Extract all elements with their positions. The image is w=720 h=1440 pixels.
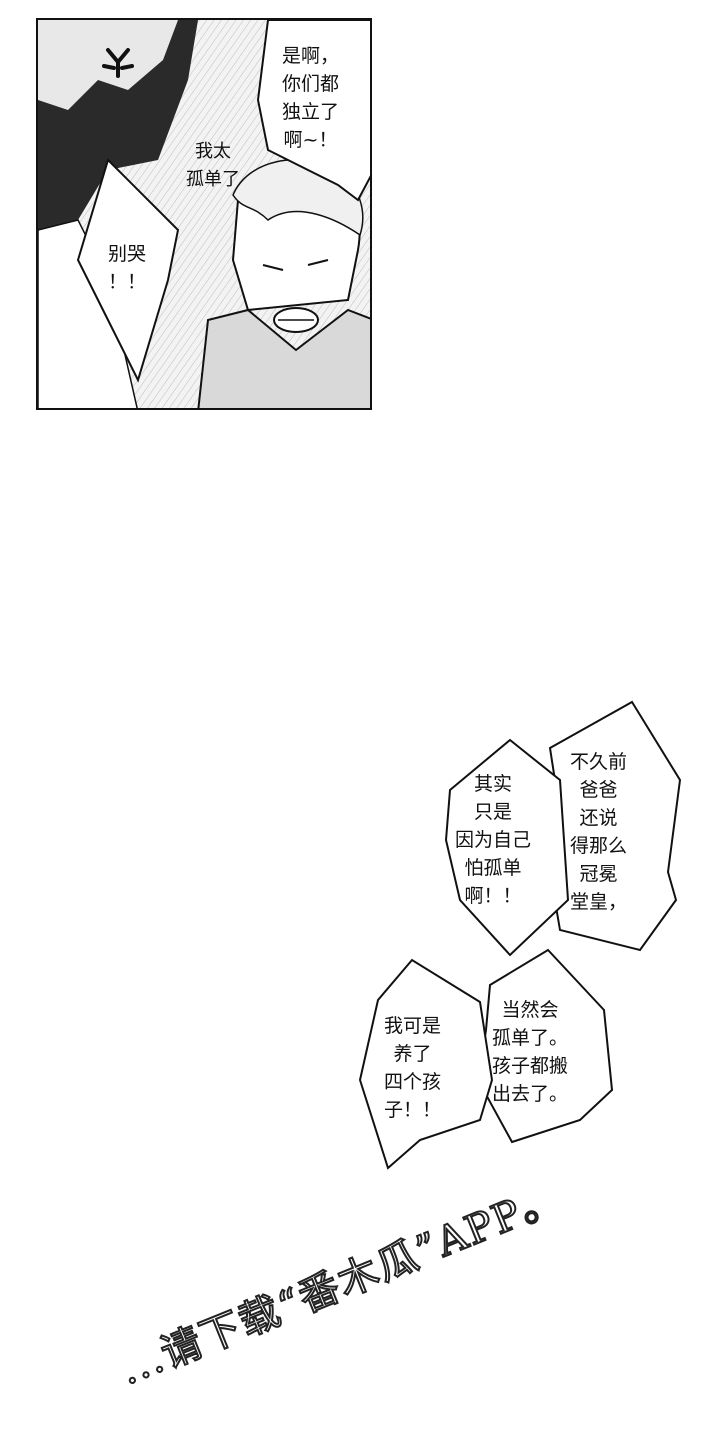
bubble-dialogue-1: 不久前 爸爸 还说 得那么 冠冕 堂皇， — [570, 751, 628, 913]
bubble-dialogue-3: 当然会 孤单了。 孩子都搬 出去了。 — [492, 999, 569, 1105]
panel-artwork — [38, 20, 370, 408]
manga-panel: 是啊， 你们都 独立了 啊~！ 我太 孤单了 别哭 ！！ — [36, 18, 372, 410]
bubble-father-right: 是啊， 你们都 独立了 啊~！ — [282, 45, 340, 151]
anger-mark-icon — [102, 48, 134, 78]
bubble-father-thought: 我太 孤单了 — [186, 141, 240, 190]
bubble-dialogue-4: 我可是 养了 四个孩 子！！ — [384, 1015, 442, 1121]
bubble-dialogue-2: 其实 只是 因为自己 怕孤单 啊！！ — [455, 773, 532, 907]
bubble-son-left: 别哭 ！！ — [108, 243, 147, 293]
